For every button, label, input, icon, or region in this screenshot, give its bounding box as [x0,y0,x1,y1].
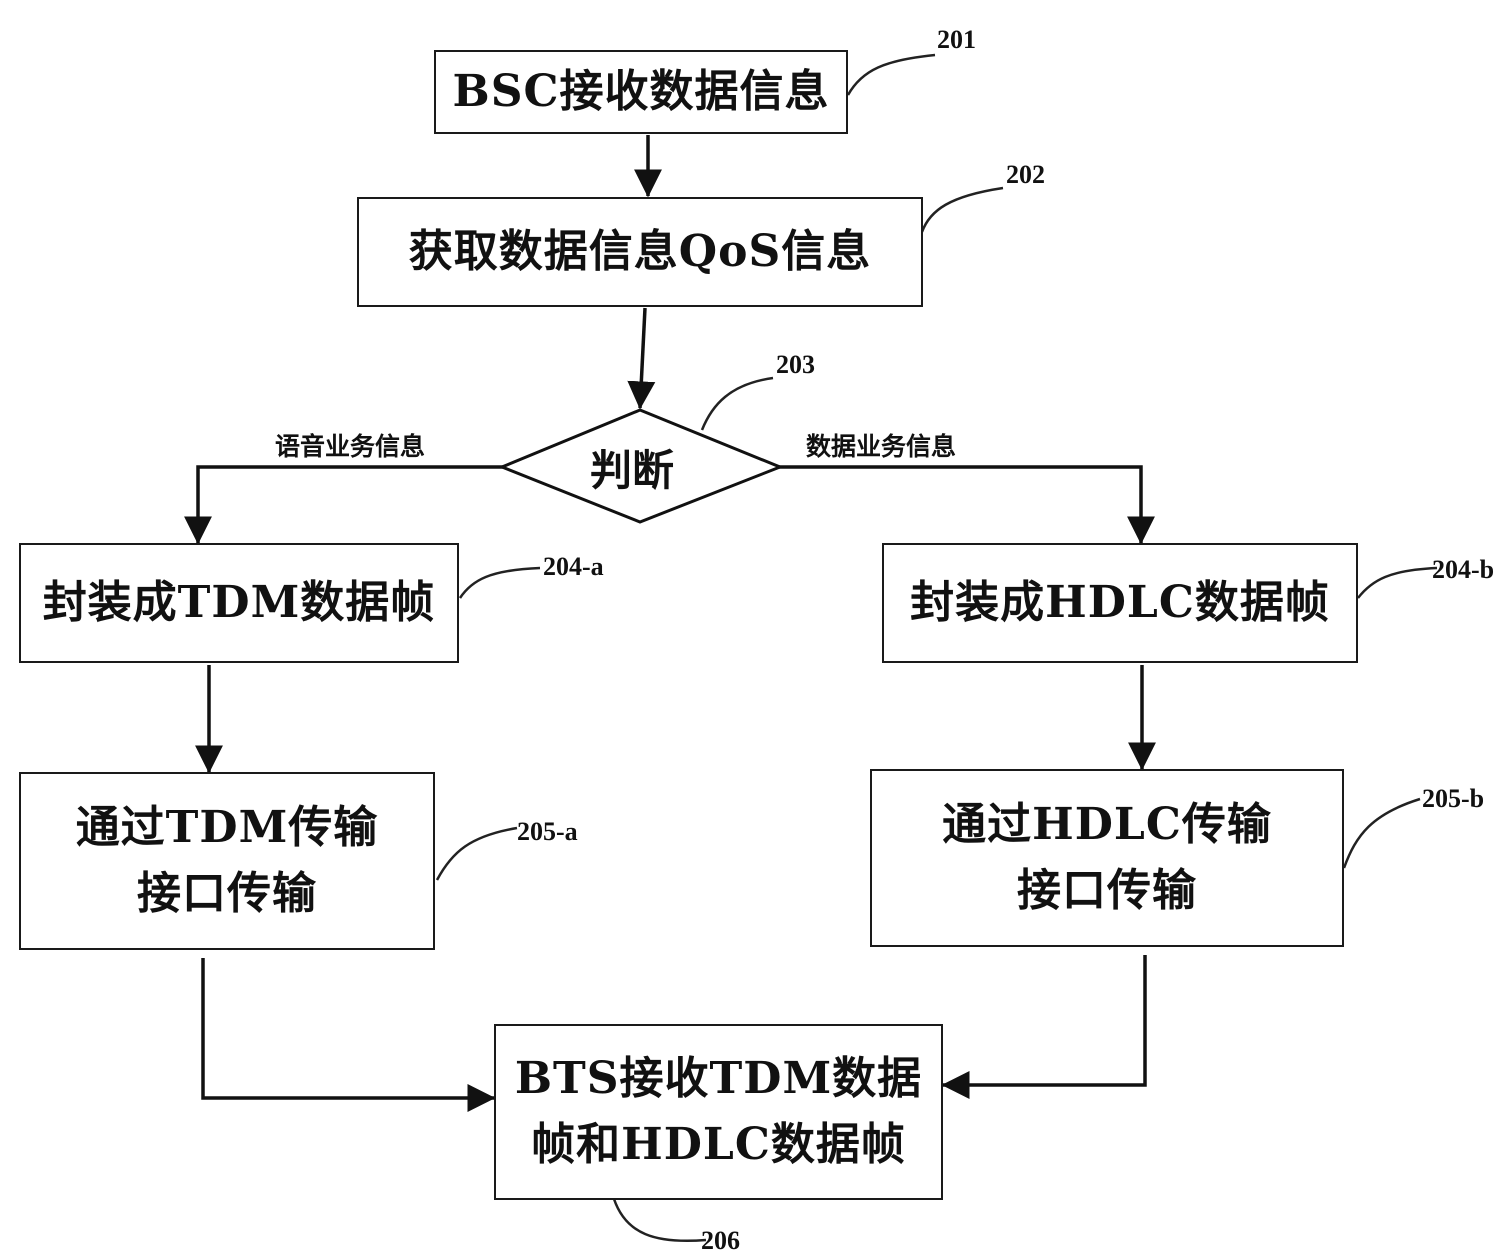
node-205b-box: 通过HDLC传输 接口传输 [870,769,1344,947]
ref-203: 203 [776,350,815,380]
node-205a-box: 通过TDM传输 接口传输 [19,772,435,950]
node-204b-line-1: 封装成HDLC数据帧 [910,570,1330,636]
node-205b-line-2: 接口传输 [942,858,1272,924]
ref-204b: 204-b [1432,555,1494,585]
leader-202 [922,188,1003,232]
edge-203-204b [778,467,1141,543]
node-206-line-2: 帧和HDLC数据帧 [515,1112,922,1178]
edge-label-voice: 语音业务信息 [275,427,425,463]
leader-205b [1344,799,1420,868]
leader-204b [1358,568,1437,598]
ref-202: 202 [1006,160,1045,190]
node-205a-line-1: 通过TDM传输 [76,795,379,861]
edge-label-data: 数据业务信息 [806,427,956,463]
edge-205b-206 [943,955,1145,1085]
node-205b-line-1: 通过HDLC传输 [942,792,1272,858]
node-204a-line-1: 封装成TDM数据帧 [43,570,436,636]
node-201-box: BSC接收数据信息 [434,50,848,134]
leader-201 [848,55,935,95]
node-202-line-1: 获取数据信息QoS信息 [409,219,871,285]
node-201-line-1: BSC接收数据信息 [453,59,830,125]
leader-203 [702,378,773,430]
edge-205a-206 [203,958,494,1098]
ref-201: 201 [937,25,976,55]
leader-205a [437,828,517,880]
edge-202-203 [640,308,645,408]
node-204b-box: 封装成HDLC数据帧 [882,543,1358,663]
ref-204a: 204-a [543,552,604,582]
ref-206: 206 [701,1226,740,1256]
node-206-line-1: BTS接收TDM数据 [515,1046,922,1112]
ref-205b: 205-b [1422,784,1484,814]
leader-204a [460,568,540,598]
node-205a-line-2: 接口传输 [76,861,379,927]
node-204a-box: 封装成TDM数据帧 [19,543,459,663]
node-202-box: 获取数据信息QoS信息 [357,197,923,307]
leader-206 [614,1199,706,1241]
edge-203-204a [198,467,503,543]
node-206-box: BTS接收TDM数据 帧和HDLC数据帧 [494,1024,943,1200]
node-203-text: 判断 [590,437,674,498]
ref-205a: 205-a [517,817,578,847]
